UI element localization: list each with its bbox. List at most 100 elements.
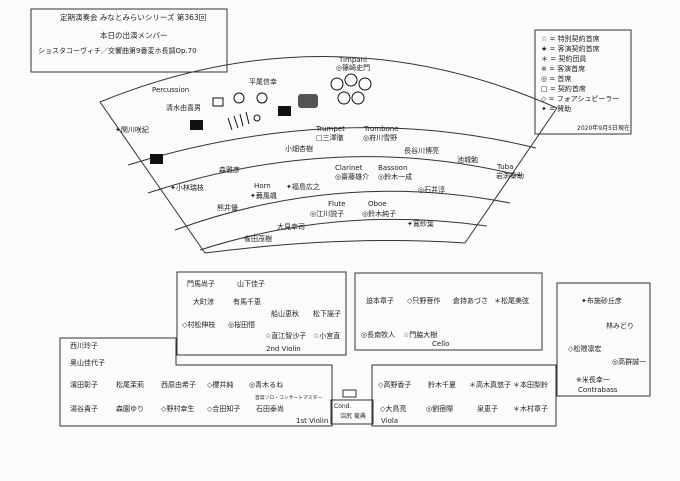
oboe-label: Oboe xyxy=(368,200,387,208)
horn-player: ✦福島広之 xyxy=(286,183,320,191)
cello-player: ◇只野菩作 xyxy=(407,297,441,305)
trumpet-player: 小畑杏樹 xyxy=(285,145,313,153)
violin1-label: 1st Violin xyxy=(296,417,329,425)
viola-label: Viola xyxy=(381,417,399,425)
timpani-icon xyxy=(330,77,344,91)
legend-item: ◇ = フォアシュピーラー xyxy=(541,95,620,103)
drum-icon xyxy=(278,106,291,116)
bass-drum-icon xyxy=(298,94,318,108)
violin1-box xyxy=(59,337,333,427)
viola-player: ◇大鳥亮 xyxy=(380,405,407,413)
violin2-player: 有馬千恵 xyxy=(233,298,261,306)
riser-arc-5 xyxy=(199,218,488,251)
legend-item: ★ = 客演契約首席 xyxy=(541,45,600,53)
horn-player: ✦蕪風颯 xyxy=(250,192,277,200)
horn-label: Horn xyxy=(254,182,271,190)
viola-player: ◎劉宿際 xyxy=(426,405,454,413)
cello-player: ◎長南牧人 xyxy=(361,331,396,339)
contrabass-box xyxy=(556,282,651,397)
cello-player: 倉持あづさ xyxy=(453,297,488,305)
violin2-player: 大町涼 xyxy=(193,298,214,306)
percussion-player: 清水由喜男 xyxy=(166,104,201,112)
legend: ☆ = 特別契約首席 ★ = 客演契約首席 ＊ = 契約団員 ※ = 客演首席 … xyxy=(541,34,619,114)
riser-edge-right xyxy=(464,107,558,244)
violin2-player: 船山恵秋 xyxy=(271,310,299,318)
bell-icon xyxy=(253,114,261,122)
concertmaster-title: 首席ソロ・コンサートマスター xyxy=(255,396,323,401)
violin2-player: 山下佳子 xyxy=(237,280,265,288)
timpani-icon xyxy=(344,73,358,87)
percussion-label: Percussion xyxy=(152,86,190,94)
riser-arc-1 xyxy=(99,56,558,109)
percussion-player: ✦小林瑞枝 xyxy=(170,184,204,192)
viola-player: ＊高木真悠子 xyxy=(469,381,511,389)
violin1-player: 奥山佳代子 xyxy=(70,359,105,367)
riser-edge-left xyxy=(99,101,206,254)
xylophone-icon xyxy=(227,111,250,131)
trombone-player: 池城勉 xyxy=(457,156,478,164)
violin1-player: 湯谷貴子 xyxy=(70,405,98,413)
oboe-player: ◎鈴木純子 xyxy=(362,210,397,218)
cello-player: 迫本章子 xyxy=(366,297,394,305)
clarinet-player: ◎齋藤雄介 xyxy=(335,173,370,181)
concert-series: 定期演奏会 みなとみらいシリーズ 第363回 xyxy=(60,13,207,22)
trombone-label: Trombone xyxy=(364,125,399,133)
violin2-player: ◇村松伸枝 xyxy=(182,321,216,329)
violin1-player: 松尾茉莉 xyxy=(116,381,144,389)
viola-player: ＊本田梨鈴 xyxy=(513,381,548,389)
violin1-player: 森園ゆり xyxy=(116,405,144,413)
legend-item: ◎ = 首席 xyxy=(541,75,572,83)
riser-arc-6 xyxy=(204,240,466,254)
header-box xyxy=(30,8,228,73)
timpani-player: ◎篠崎史門 xyxy=(336,64,371,72)
timpani-icon xyxy=(337,91,351,105)
violin2-player: ☆直江智沙子 xyxy=(265,332,307,340)
violin1-player: 石田泰尚 xyxy=(256,405,284,413)
program-title: ショスタコーヴィチ／交響曲第9番変ホ長調Op.70 xyxy=(38,47,197,55)
legend-box xyxy=(534,29,632,135)
timpani-icon xyxy=(351,91,365,105)
riser-arc-3 xyxy=(147,156,523,194)
cello-label: Cello xyxy=(432,340,450,348)
contrabass-player: ※米長幸一 xyxy=(576,376,610,384)
bassoon-player: ◎石井淳 xyxy=(418,186,446,194)
legend-item: ✦ = 賛助 xyxy=(541,105,572,113)
horn-player: 森雅彦 xyxy=(219,166,240,174)
riser-arc-4 xyxy=(174,190,511,231)
violin2-player: 松下謡子 xyxy=(313,310,341,318)
viola-box xyxy=(371,364,557,427)
contrabass-player: 林みどり xyxy=(606,322,634,330)
tuba-label: Tuba xyxy=(497,163,514,171)
viola-player: 鈴木千夏 xyxy=(428,381,456,389)
flute-label: Flute xyxy=(328,200,346,208)
conductor-label: Cond. xyxy=(334,403,352,410)
trumpet-label: Trumpet xyxy=(316,125,345,133)
flute-player: 雀田茂樹 xyxy=(244,235,272,243)
contrabass-player: ✦布施砂丘彦 xyxy=(581,297,622,305)
violin1-player: 西川玲子 xyxy=(70,342,98,350)
violin2-player: ◎桜田悟 xyxy=(228,321,256,329)
trombone-player: 長谷川博亮 xyxy=(404,147,439,155)
members-title: 本日の出演メンバー xyxy=(100,31,168,40)
trumpet-player: □三澤徹 xyxy=(316,134,344,142)
cello-box xyxy=(354,272,543,351)
clarinet-label: Clarinet xyxy=(335,164,363,172)
timpani-icon xyxy=(358,77,372,91)
contrabass-player: ◇松隈凛宏 xyxy=(568,345,602,353)
violin1-player: ◇合田知子 xyxy=(207,405,241,413)
conductor-box xyxy=(330,399,374,425)
legend-item: ☆ = 特別契約首席 xyxy=(541,35,600,43)
tuba-player: 岩渕泰助 xyxy=(496,172,524,180)
trombone-player: ◎府川雪野 xyxy=(363,134,398,142)
viola-player: 泉恵子 xyxy=(477,405,498,413)
flute-player: 大見幸司 xyxy=(277,223,305,231)
legend-item: ※ = 客演首席 xyxy=(541,65,586,73)
violin1-player: 濱田彰子 xyxy=(70,381,98,389)
percussion-player: 平尾信幸 xyxy=(249,78,277,86)
violin1-player: ◇櫻井純 xyxy=(207,381,234,389)
bassoon-label: Bassoon xyxy=(378,164,408,172)
viola-player: ＊木村章子 xyxy=(513,405,548,413)
cello-player: ☆門脇大樹 xyxy=(403,331,438,339)
flute-player: ◎江川説子 xyxy=(310,210,345,218)
